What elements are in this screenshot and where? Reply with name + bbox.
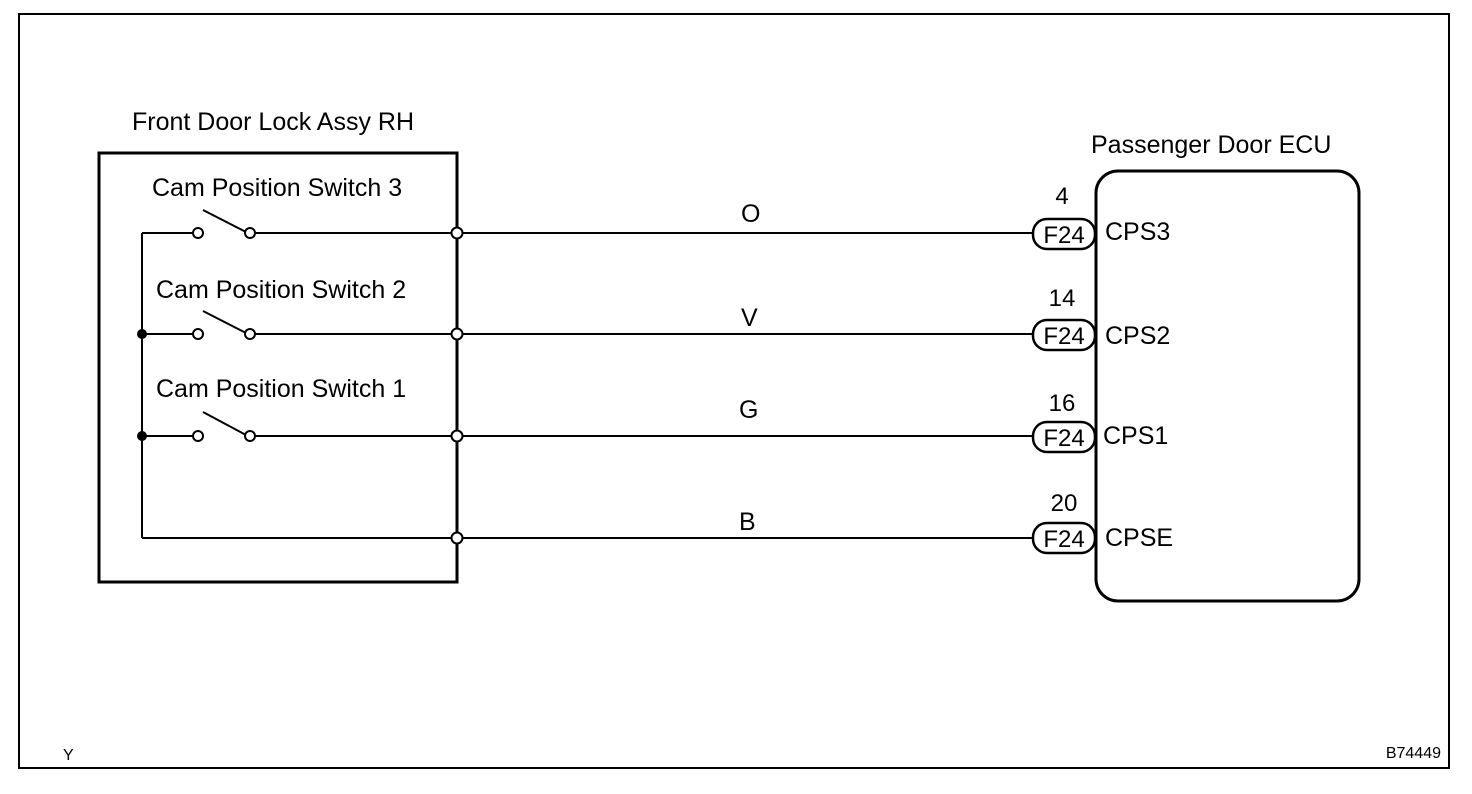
junction-dot xyxy=(137,329,147,339)
switch-label-2: Cam Position Switch 2 xyxy=(156,276,406,304)
circuit-row-cps2 xyxy=(137,310,1033,341)
wire-color-code: B xyxy=(739,508,756,536)
connector-pill xyxy=(1031,420,1097,454)
pin-number: 14 xyxy=(1049,285,1076,312)
wire-color-code: G xyxy=(739,396,758,424)
connector-pill xyxy=(1031,318,1097,352)
terminal-name: CPS2 xyxy=(1105,322,1170,350)
circuit-row-cpse xyxy=(142,531,1033,545)
circuit-row-cps3 xyxy=(142,209,1033,240)
figure-code: B74449 xyxy=(1386,745,1441,762)
switch-3-terminal-a xyxy=(192,227,204,239)
switch-2-contact xyxy=(202,310,247,334)
connector-label: F24 xyxy=(1043,425,1084,452)
switch-label-3: Cam Position Switch 3 xyxy=(152,174,402,202)
figure-frame xyxy=(18,13,1450,769)
connector-pill xyxy=(1031,217,1097,251)
pin-number: 4 xyxy=(1055,183,1068,210)
pin-number: 16 xyxy=(1049,390,1076,417)
lock-assy-terminal-4 xyxy=(450,531,464,545)
corner-mark: Y xyxy=(63,747,74,764)
terminal-name: CPS1 xyxy=(1103,422,1168,450)
connector-cps2: F24 14 CPS2 xyxy=(1031,285,1170,352)
switch-2-terminal-a xyxy=(192,328,204,340)
switch-label-1: Cam Position Switch 1 xyxy=(156,375,406,403)
lock-assy-terminal-1 xyxy=(450,226,464,240)
switch-2-terminal-b xyxy=(244,328,256,340)
connector-pill xyxy=(1031,521,1097,555)
connector-cpse: F24 20 CPSE xyxy=(1031,490,1173,555)
junction-dot xyxy=(137,431,147,441)
ecu-title: Passenger Door ECU xyxy=(1091,131,1331,159)
ecu-box xyxy=(1094,169,1361,603)
pin-number: 20 xyxy=(1051,490,1078,517)
switch-3-terminal-b xyxy=(244,227,256,239)
switch-1-terminal-a xyxy=(192,430,204,442)
connector-label: F24 xyxy=(1043,222,1084,249)
connector-label: F24 xyxy=(1043,323,1084,350)
lock-assy-terminal-3 xyxy=(450,429,464,443)
connector-cps1: F24 16 CPS1 xyxy=(1031,390,1168,454)
wire-color-code: V xyxy=(741,304,758,332)
lock-assy-terminal-2 xyxy=(450,327,464,341)
terminal-name: CPS3 xyxy=(1105,218,1170,246)
switch-1-terminal-b xyxy=(244,430,256,442)
lock-assy-title: Front Door Lock Assy RH xyxy=(132,108,414,136)
switch-3-contact xyxy=(202,209,247,233)
lock-assy-box xyxy=(97,151,459,584)
connector-cps3: F24 4 CPS3 xyxy=(1031,183,1170,251)
wire-color-code: O xyxy=(741,200,760,228)
switch-1-contact xyxy=(202,411,247,436)
terminal-name: CPSE xyxy=(1105,524,1173,552)
circuit-row-cps1 xyxy=(137,411,1033,443)
connector-label: F24 xyxy=(1043,526,1084,553)
